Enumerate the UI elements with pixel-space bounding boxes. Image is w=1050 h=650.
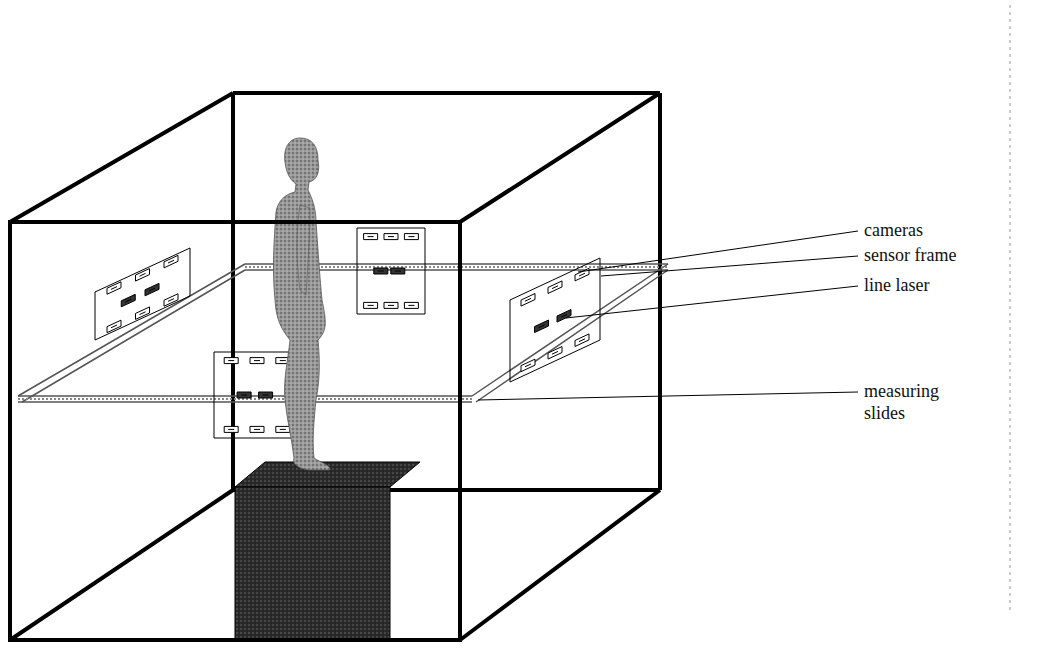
camera-lens bbox=[168, 299, 174, 302]
camera-lens bbox=[228, 429, 234, 430]
camera-lens bbox=[254, 429, 260, 430]
part-label: cameras bbox=[862, 219, 925, 241]
camera-lens bbox=[125, 299, 131, 302]
margin-line bbox=[1010, 5, 1011, 610]
camera-lens bbox=[561, 314, 567, 317]
camera-lens bbox=[539, 325, 545, 328]
part-label: sensor frame bbox=[862, 244, 958, 266]
camera-lens bbox=[552, 286, 558, 289]
camera bbox=[107, 282, 121, 294]
frame-outline bbox=[95, 248, 190, 340]
camera-lens bbox=[552, 351, 558, 354]
camera bbox=[136, 269, 150, 281]
human-arm bbox=[297, 205, 310, 295]
camera-lens bbox=[368, 305, 374, 306]
camera-lens bbox=[525, 364, 531, 367]
line-laser bbox=[535, 320, 549, 333]
camera-lens bbox=[395, 271, 401, 272]
camera bbox=[521, 359, 535, 372]
line-laser bbox=[237, 392, 251, 398]
camera bbox=[136, 307, 150, 319]
camera-lens bbox=[378, 271, 384, 272]
part-label: measuring slides bbox=[862, 380, 958, 424]
camera bbox=[364, 234, 378, 240]
line-laser bbox=[121, 294, 135, 306]
camera-lens bbox=[525, 298, 531, 301]
camera-lens bbox=[241, 395, 247, 396]
human-figure bbox=[273, 138, 330, 470]
sensor-frame bbox=[510, 258, 600, 382]
leader-lines bbox=[478, 231, 858, 400]
measuring-slides bbox=[18, 264, 668, 402]
camera bbox=[250, 358, 264, 364]
line-laser bbox=[259, 392, 273, 398]
camera-lens bbox=[149, 288, 155, 291]
camera-lens bbox=[111, 325, 117, 328]
cube-front bbox=[10, 222, 460, 640]
camera-lens bbox=[168, 260, 174, 263]
pedestal bbox=[235, 462, 420, 640]
camera-lens bbox=[140, 273, 146, 276]
camera-lens bbox=[280, 429, 286, 430]
camera bbox=[276, 426, 290, 432]
camera-lens bbox=[280, 360, 286, 361]
sensor-frames bbox=[95, 228, 600, 438]
line-laser bbox=[145, 283, 159, 295]
camera-lens bbox=[408, 305, 414, 306]
camera bbox=[164, 255, 178, 267]
frame-outline bbox=[510, 258, 600, 382]
camera bbox=[107, 320, 121, 332]
camera-lens bbox=[140, 312, 146, 315]
camera-lens bbox=[254, 360, 260, 361]
camera bbox=[164, 294, 178, 306]
camera bbox=[250, 426, 264, 432]
camera-lens bbox=[408, 236, 414, 237]
camera bbox=[575, 334, 589, 347]
sensor-frame bbox=[95, 248, 190, 340]
camera-lens bbox=[111, 287, 117, 290]
camera-lens bbox=[228, 360, 234, 361]
camera bbox=[404, 302, 418, 308]
camera-lens bbox=[263, 395, 269, 396]
camera bbox=[548, 281, 562, 294]
camera-lens bbox=[579, 273, 585, 276]
sensor-frame bbox=[357, 228, 425, 314]
camera bbox=[404, 234, 418, 240]
slide-texture bbox=[18, 267, 668, 399]
line-laser bbox=[557, 310, 571, 323]
camera-lens bbox=[368, 236, 374, 237]
camera bbox=[521, 294, 535, 307]
camera-lens bbox=[388, 305, 394, 306]
camera bbox=[548, 347, 562, 360]
camera-lens bbox=[388, 236, 394, 237]
line-laser bbox=[374, 268, 388, 274]
camera bbox=[384, 234, 398, 240]
camera bbox=[224, 426, 238, 432]
cube-frame bbox=[10, 93, 660, 640]
part-label: line laser bbox=[862, 274, 931, 296]
camera bbox=[364, 302, 378, 308]
frame-outline bbox=[357, 228, 425, 314]
camera bbox=[224, 358, 238, 364]
camera-lens bbox=[579, 339, 585, 342]
camera bbox=[384, 302, 398, 308]
line-laser bbox=[391, 268, 405, 274]
